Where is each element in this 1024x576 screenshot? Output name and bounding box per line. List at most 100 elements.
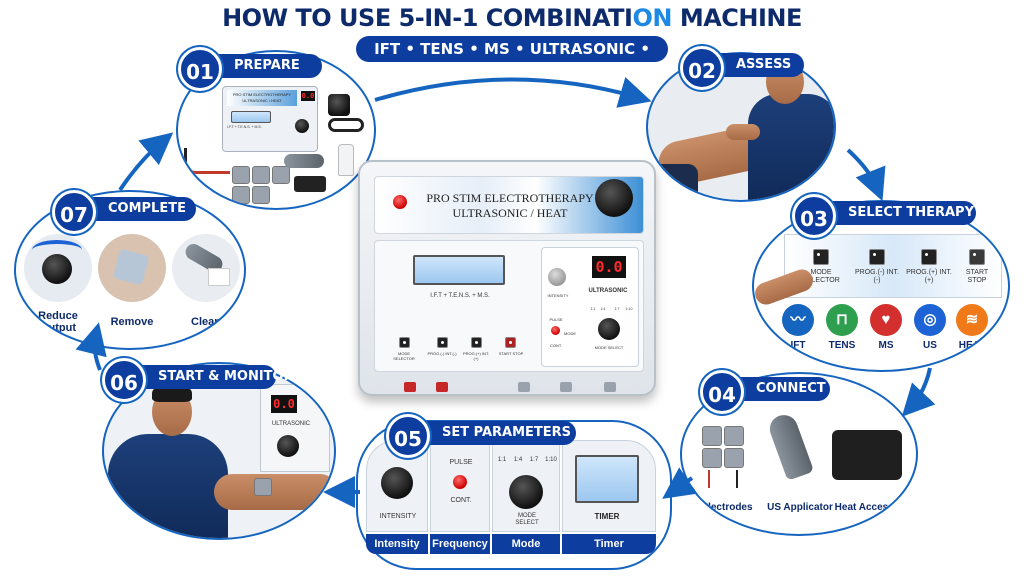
- cables: [184, 148, 230, 174]
- applied-electrode: [254, 478, 272, 496]
- tab-intensity[interactable]: Intensity: [366, 534, 428, 554]
- strap-accessory: [328, 118, 364, 132]
- step-label-set-parameters: SET PARAMETERS: [420, 421, 576, 445]
- btn-label-mode: MODE SELECTOR: [802, 269, 840, 284]
- mini-knob: [295, 119, 309, 133]
- prog-plus-button[interactable]: [921, 249, 937, 265]
- mini-lcd: [231, 111, 271, 123]
- lcd-caption: I.F.T + T.E.N.S. + M.S.: [430, 293, 490, 299]
- ratio-main-4: 1:10: [625, 307, 633, 311]
- title-highlight: ON: [632, 4, 672, 32]
- btn-label-start: START STOP: [965, 269, 989, 284]
- us-label: US: [923, 340, 937, 351]
- start-stop-button[interactable]: [969, 249, 985, 265]
- mini-machine: PRO STIM ELECTROTHERAPY ULTRASONIC / HEA…: [222, 86, 318, 152]
- step-badge-01: 01: [178, 47, 222, 91]
- gel-bottle: [338, 144, 354, 176]
- main-start-stop-button[interactable]: [505, 337, 516, 348]
- timer-lcd: [575, 455, 639, 503]
- arrow-2-3: [846, 148, 886, 202]
- page-title: HOW TO USE 5-IN-1 COMBINATION MACHINE: [0, 4, 1024, 32]
- mini-probe-holder: [328, 94, 350, 116]
- mini-brand: PRO STIM ELECTROTHERAPY: [232, 92, 292, 97]
- title-text: HOW TO USE 5-IN-1 COMBINATI: [222, 4, 633, 32]
- main-lcd: [413, 255, 505, 285]
- param-timer-card: TIMER: [562, 440, 656, 532]
- main-prog-plus-button[interactable]: [471, 337, 482, 348]
- step-connect-circle: Electrodes US Applicator Heat Accessory: [680, 372, 918, 536]
- tab-timer[interactable]: Timer: [562, 534, 656, 554]
- complete-photo-1: [24, 234, 92, 302]
- connect-label-heat-accessory: Heat Accessory: [834, 502, 910, 513]
- main-mode-selector-button[interactable]: [399, 337, 410, 348]
- main-prog-minus-button[interactable]: [437, 337, 448, 348]
- tens-icon[interactable]: ⊓: [826, 304, 858, 336]
- ift-icon[interactable]: 〰: [782, 304, 814, 336]
- step-badge-03: 03: [792, 194, 836, 238]
- ratio-1: 1:1: [497, 457, 507, 463]
- ultrasound-probe: [284, 154, 324, 168]
- main-btn-label-prog-minus: PROG.(-) INT.(-): [427, 351, 457, 356]
- complete-label-reduce-output: Reduce Output: [38, 310, 78, 334]
- intensity-knob[interactable]: [381, 467, 413, 499]
- arrow-4-5: [662, 467, 698, 499]
- step-badge-06: 06: [102, 358, 146, 402]
- monitor-machine: 0.0 ULTRASONIC: [260, 384, 330, 472]
- mini-lcd-caption: I.F.T + T.E.N.S. + M.S.: [227, 125, 262, 129]
- tab-frequency[interactable]: Frequency: [430, 534, 490, 554]
- arrow-1-2: [374, 77, 652, 108]
- physio-hand: [726, 124, 760, 140]
- monitor-knob: [277, 435, 299, 457]
- intensity-text: INTENSITY: [379, 513, 417, 520]
- mode-select-knob[interactable]: [509, 475, 543, 509]
- clinician-body: [108, 434, 228, 538]
- complete-photo-2: [98, 234, 166, 302]
- mode-select-knob-main[interactable]: [598, 318, 620, 340]
- physio-body: [748, 94, 834, 200]
- ms-icon[interactable]: ♥: [870, 304, 902, 336]
- treated-leg: [214, 474, 334, 510]
- prog-minus-button[interactable]: [869, 249, 885, 265]
- step-badge-07: 07: [52, 190, 96, 234]
- us-icon[interactable]: ◎: [914, 304, 946, 336]
- arrow-7-1: [118, 132, 174, 192]
- step-badge-04: 04: [700, 370, 744, 414]
- heat-icon[interactable]: ≋: [956, 304, 988, 336]
- monitor-ultrasonic: ULTRASONIC: [271, 421, 311, 427]
- ultrasonic-probe-holder: [595, 179, 633, 217]
- control-strip: MODE SELECTOR PROG.(-) INT.(-) PROG.(+) …: [784, 234, 1002, 298]
- machine-header: PRO STIM ELECTROTHERAPY ULTRASONIC / HEA…: [374, 176, 644, 234]
- subtitle-banner: IFT • TENS • MS • ULTRASONIC • HEAT: [356, 36, 668, 84]
- ultrasonic-panel: INTENSITY 0.0 ULTRASONIC PULSE MODE CONT…: [541, 247, 639, 367]
- heat-accessory-pad: [832, 430, 902, 480]
- machine-brand: PRO STIM ELECTROTHERAPY ULTRASONIC / HEA…: [425, 191, 595, 221]
- param-frequency-card: PULSE CONT.: [430, 440, 490, 532]
- step-label-complete: COMPLETE: [86, 197, 196, 221]
- connect-label-electrodes: Electrodes: [701, 502, 753, 513]
- ratio-2: 1:4: [513, 457, 523, 463]
- tab-mode[interactable]: Mode: [492, 534, 560, 554]
- main-machine: PRO STIM ELECTROTHERAPY ULTRASONIC / HEA…: [358, 160, 656, 396]
- machine-brand-line2: ULTRASONIC / HEAT: [452, 206, 568, 220]
- btn-label-prog-minus: PROG.(-) INT.(-): [855, 269, 899, 284]
- mini-display: 0.0: [301, 91, 315, 101]
- heat-pad: [294, 176, 326, 192]
- tens-label: TENS: [828, 340, 856, 351]
- pulse-switch-main[interactable]: [551, 326, 560, 335]
- cont-text: CONT.: [450, 497, 472, 504]
- control-panel: I.F.T + T.E.N.S. + M.S. INTENSITY 0.0 UL…: [374, 240, 644, 372]
- pulse-text: PULSE: [449, 459, 473, 466]
- ift-label: IFT: [790, 340, 806, 351]
- machine-brand-line1: PRO STIM ELECTROTHERAPY: [426, 191, 594, 205]
- ratio-4: 1:10: [545, 457, 557, 463]
- intensity-knob-main[interactable]: [548, 268, 566, 286]
- title-suffix: MACHINE: [671, 4, 803, 32]
- monitor-display: 0.0: [271, 395, 297, 413]
- main-btn-label-start: START STOP: [498, 351, 524, 356]
- pulse-cont-switch[interactable]: [453, 475, 467, 489]
- step-label-assess: ASSESS: [714, 53, 804, 77]
- ms-label: MS: [878, 340, 894, 351]
- step-label-start-monitor: START & MONITOR: [136, 365, 294, 389]
- mode-selector-button[interactable]: [813, 249, 829, 265]
- arrow-6-7: [75, 322, 107, 371]
